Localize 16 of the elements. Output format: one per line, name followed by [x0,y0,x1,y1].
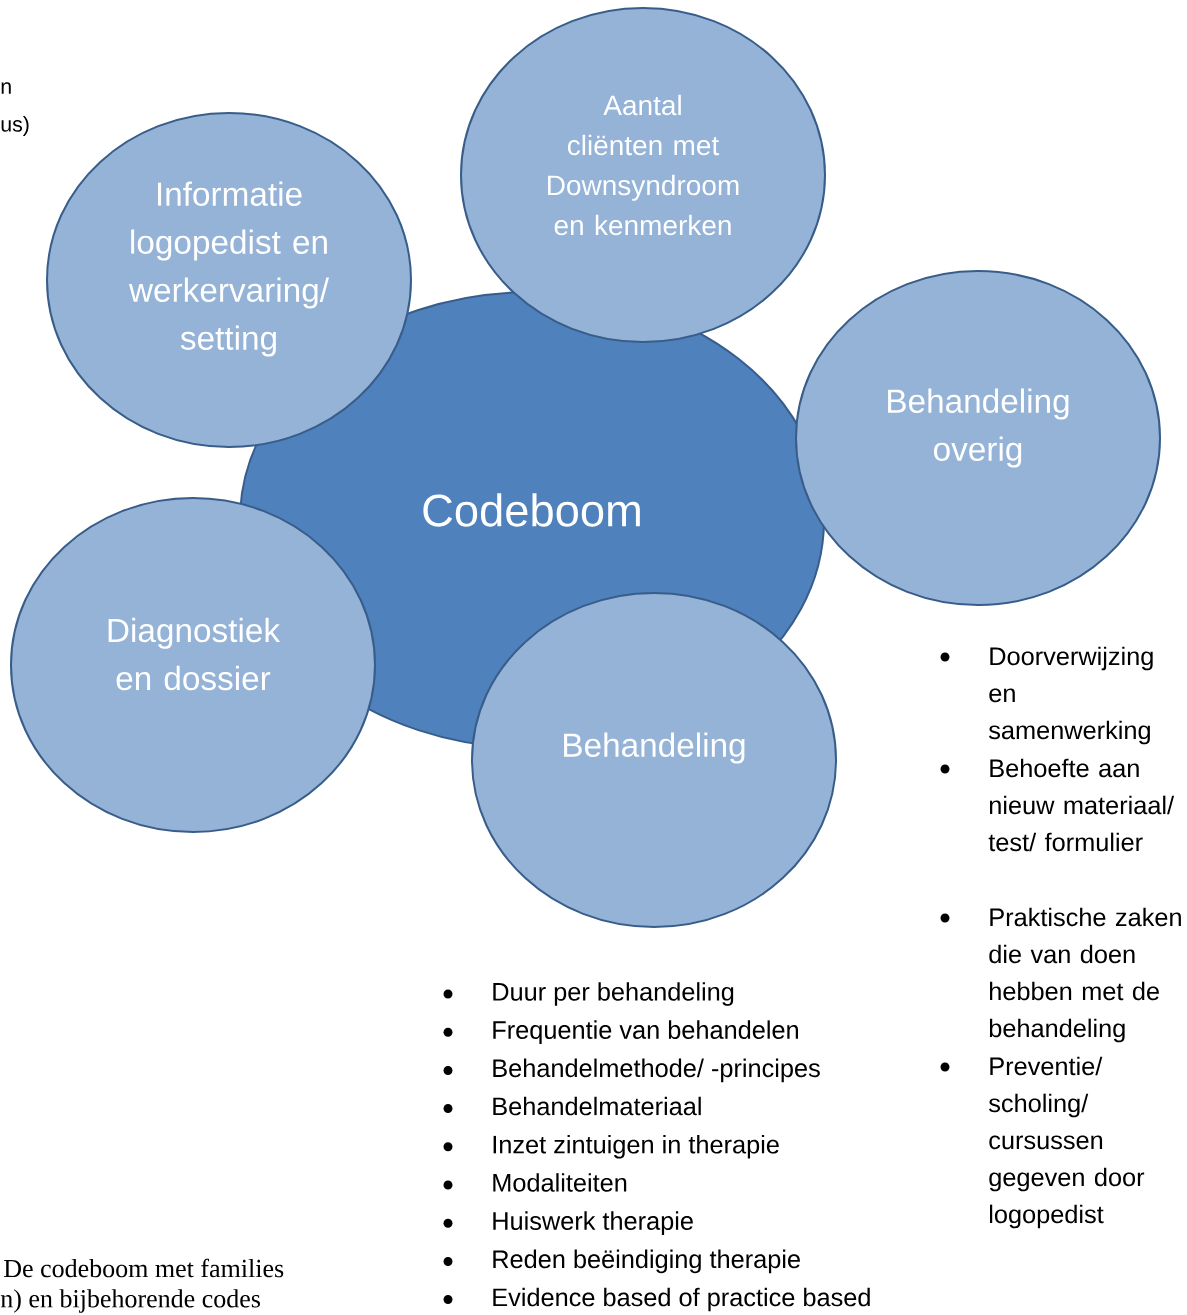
bullet-item: Reden beëindiging therapie [443,1249,800,1274]
bullet-item: Praktische zaken die van doen hebben met de behandeling [940,907,1181,1043]
bullet-item: Doorverwijzing en samenwerking [940,646,1153,745]
bullet-item: Modaliteiten [443,1173,627,1192]
bullet-item: Preventie/ scholing/ cursussen gegeven door logopedist [940,1056,1145,1229]
bullet-item: Inzet zintuigen in therapie [443,1134,779,1159]
bullet-item: Frequentie van behandelen [443,1020,798,1044]
bullet-item: Behoefte aan nieuw materiaal/ test/ formulier [940,758,1175,852]
bullet-item: Duur per behandeling [443,982,734,1006]
caption-text: De codeboom met families [4,1258,284,1278]
cut-off-text: n [1,82,11,94]
bullet-item: Huiswerk therapie [443,1211,693,1235]
bullet-item: Behandelmateriaal [443,1096,701,1116]
bullet-item: Behandelmethode/ -principes [443,1058,820,1083]
bullet-item: Evidence based of practice based [443,1287,870,1312]
caption-text: n) en bijbehorende codes [0,1289,260,1313]
